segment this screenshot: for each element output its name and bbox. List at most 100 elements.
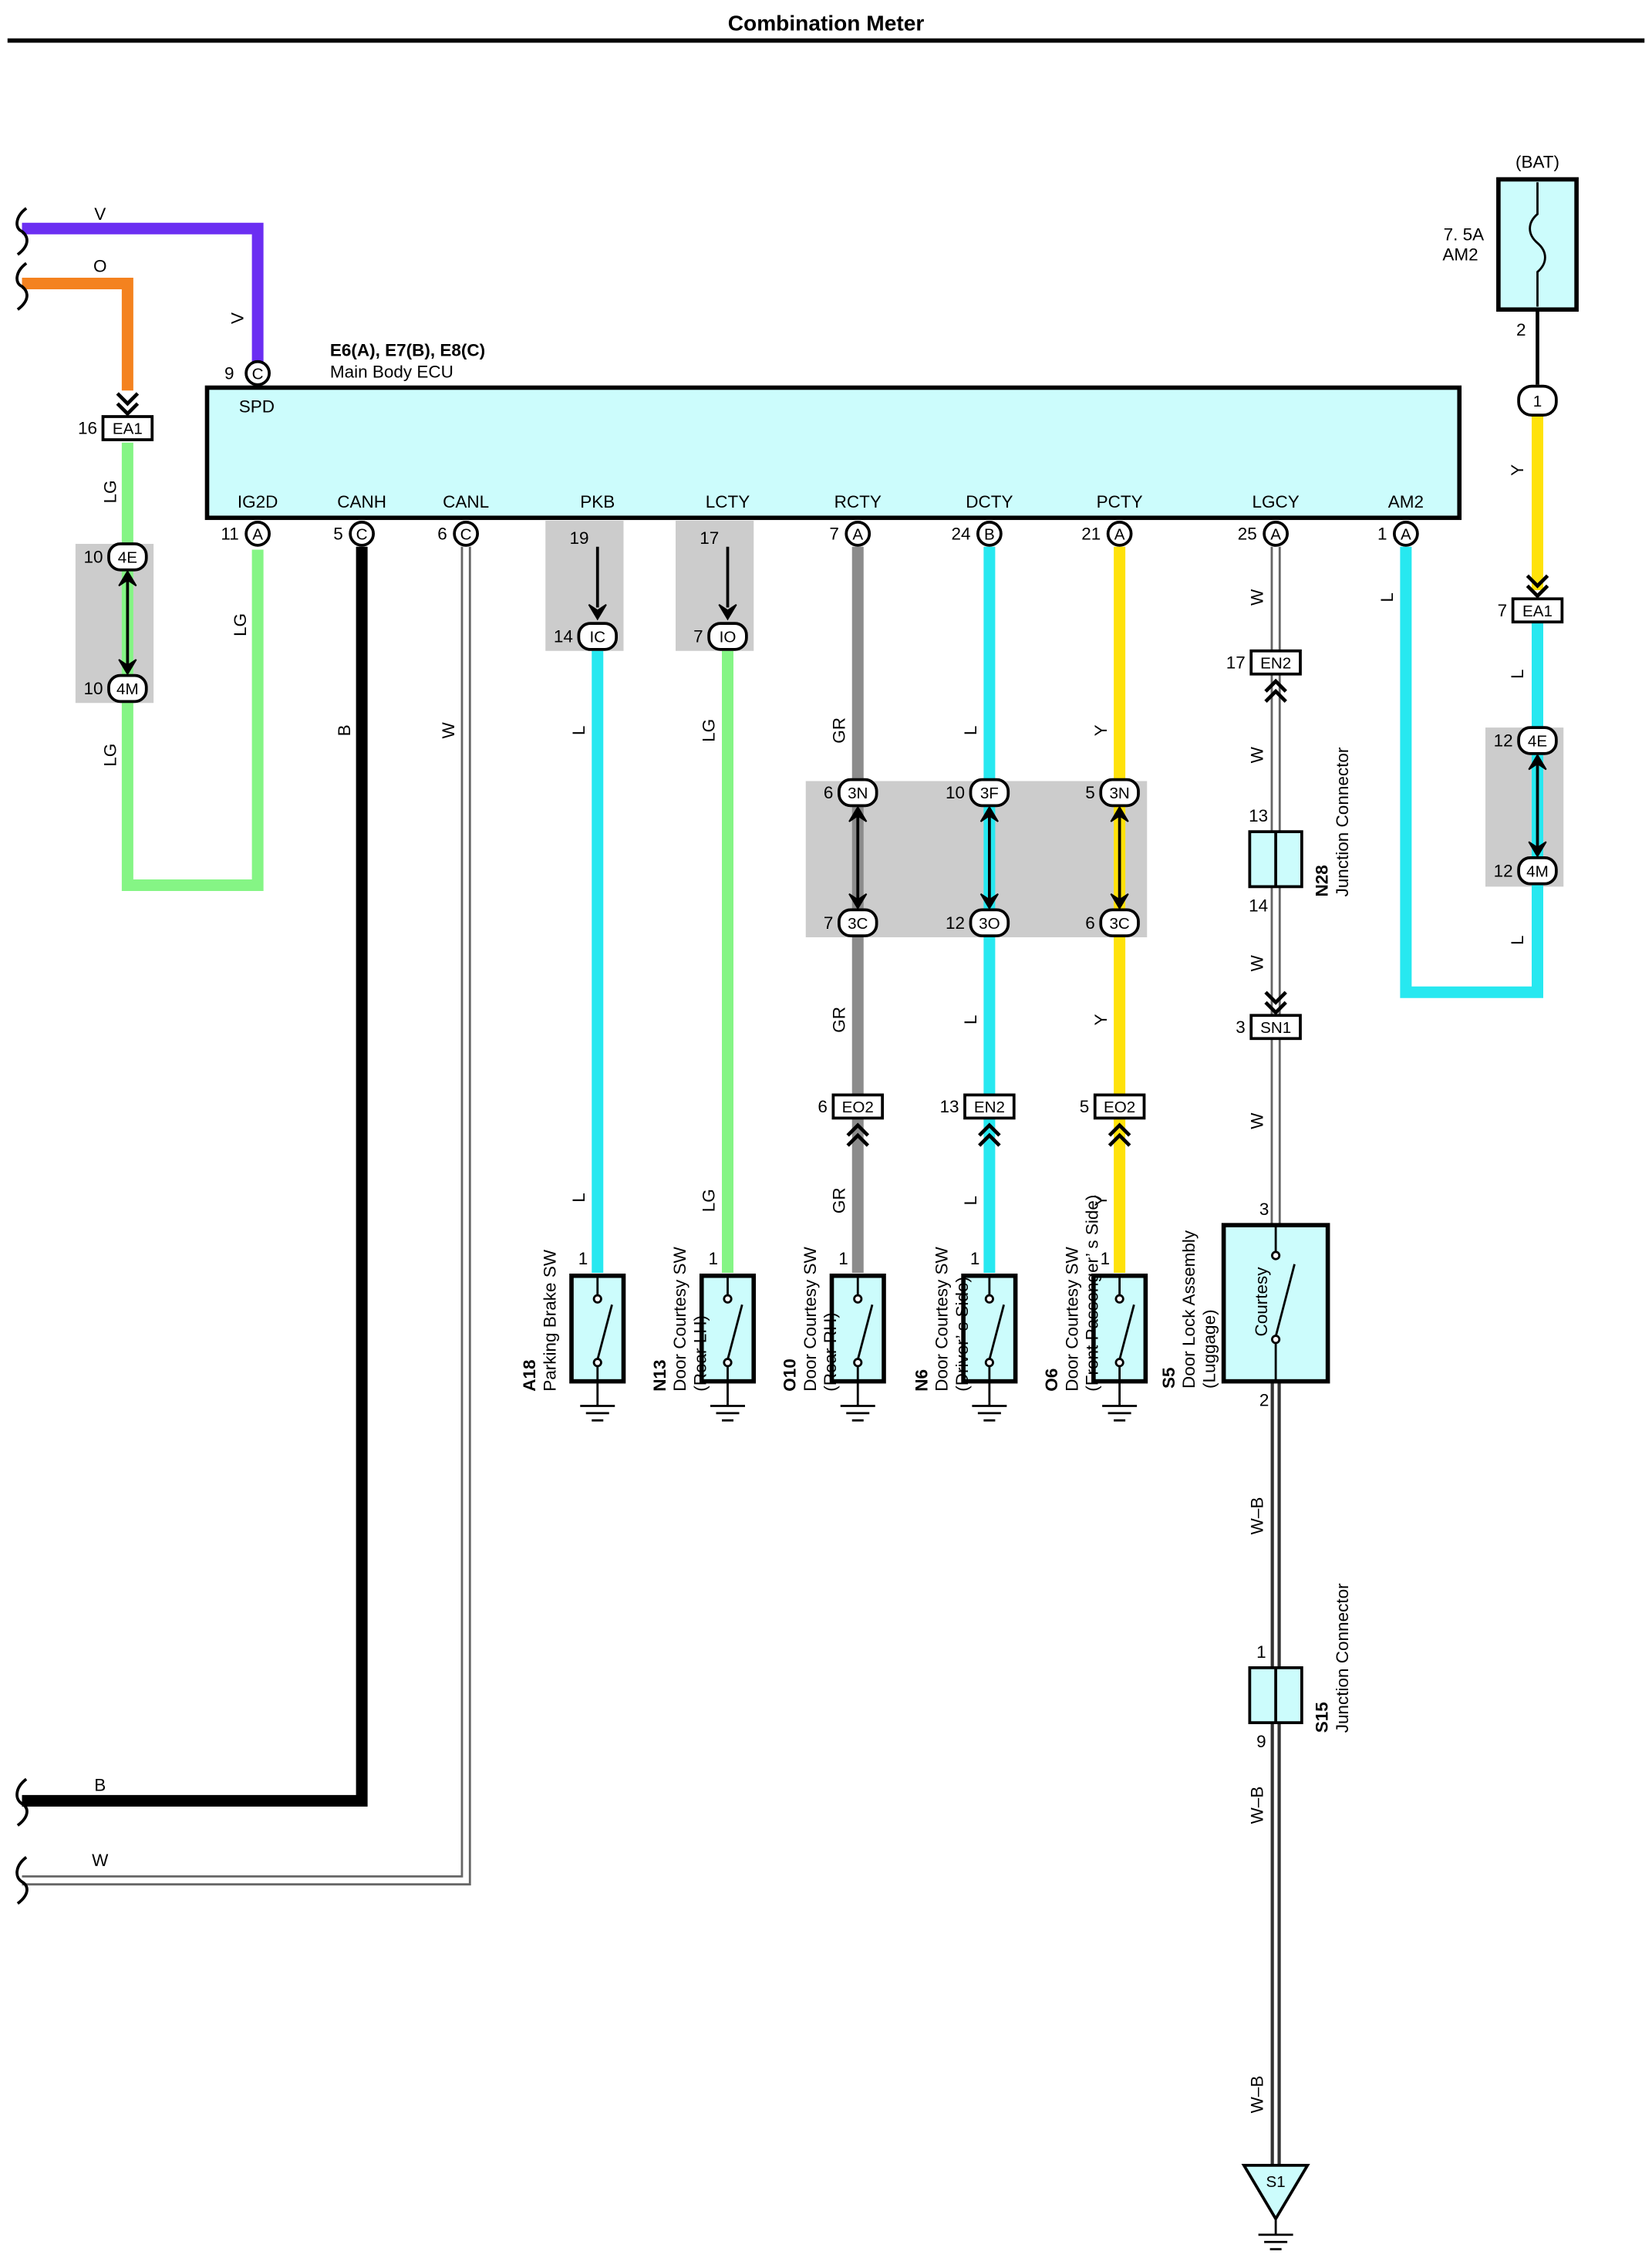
page-title: Combination Meter [728, 11, 925, 35]
connector-name: 3N [848, 785, 868, 802]
bat-junction [1517, 384, 1558, 417]
switch-arm [856, 1304, 874, 1360]
switch-name: Door Courtesy SW [1062, 1246, 1081, 1391]
ecu-spd-pin: 9 [224, 363, 234, 383]
door-lock-code: S5 [1159, 1367, 1178, 1389]
wire-label: L [569, 1193, 588, 1203]
connector-name: 4M [1526, 862, 1549, 880]
connector-pill [107, 542, 148, 572]
connector-pill [1099, 778, 1140, 808]
ecu-pin-conn: A [1270, 525, 1281, 543]
connector-name: EN2 [974, 1099, 1005, 1116]
ecu-pin-conn: C [460, 525, 472, 543]
wire-label: V [228, 312, 247, 324]
switch-contact [592, 1294, 602, 1304]
break-mark [15, 262, 29, 311]
ecu-pin-circle [1106, 521, 1133, 547]
ecu-pin-number: 11 [221, 524, 238, 543]
ecu-pin-label: LGCY [1252, 492, 1299, 511]
break-mark [15, 1856, 29, 1905]
wire-w-outline [22, 546, 471, 1886]
wire-label: Y [1091, 1014, 1111, 1025]
arrow-up-icon [848, 805, 868, 822]
connector-pin: 6 [1085, 913, 1095, 933]
connector-name: EA1 [1522, 602, 1553, 620]
ecu-pin-label: RCTY [834, 492, 882, 511]
connector-pin: 13 [939, 1097, 959, 1116]
ecu-pin-circle [349, 521, 376, 547]
wire-label: GR [829, 717, 848, 744]
main-body-ecu [204, 385, 1462, 521]
wire-label: B [94, 1775, 106, 1794]
ecu-pin-circle [1263, 521, 1289, 547]
switch-name: Door Courtesy SW [801, 1246, 820, 1391]
connector-box [831, 1093, 884, 1120]
switch-name: Door Courtesy SW [932, 1246, 952, 1391]
connector-pin: 14 [554, 627, 573, 646]
battery-label: (BAT) [1515, 153, 1559, 172]
connector-name: EO2 [1104, 1099, 1135, 1116]
connector-pill [969, 908, 1010, 937]
n28-pin-top: 13 [1249, 806, 1268, 825]
connector-name: 3C [1109, 915, 1129, 933]
ecu-pin-conn: A [1114, 525, 1125, 543]
arrow-chevron-icon [1108, 1122, 1131, 1147]
ecu-pin-label: PKB [580, 492, 615, 511]
fuse-pin: 2 [1516, 320, 1526, 339]
ecu-pin-label: DCTY [966, 492, 1013, 511]
wire-label: W [1247, 1112, 1266, 1129]
connector-name: SN1 [1260, 1019, 1291, 1037]
ecu-pin-label: IG2D [238, 492, 278, 511]
wire-label: W–B [1247, 2076, 1266, 2114]
switch-name: Parking Brake SW [540, 1249, 559, 1392]
connector-pin: 12 [946, 913, 965, 933]
fuse-name: AM2 [1442, 245, 1478, 265]
connector-pill [838, 908, 878, 937]
wire-label: W [1247, 954, 1266, 971]
connector-box [963, 1093, 1016, 1120]
connector-box [1511, 597, 1564, 624]
switch-pin: 1 [578, 1249, 588, 1268]
switch-name2: (Rear RH) [821, 1312, 840, 1392]
ground-s1-label: S1 [1266, 2173, 1286, 2191]
connector-pill [577, 622, 619, 651]
n28-name: Junction Connector [1333, 747, 1352, 896]
switch-name2: (Rear LH) [690, 1315, 710, 1392]
switch-pin: 1 [1101, 1249, 1111, 1268]
switch-pin: 1 [970, 1249, 980, 1268]
door-lock-pin-bottom: 2 [1259, 1391, 1269, 1410]
ecu-pin-number: 17 [700, 528, 719, 548]
wire-w [22, 546, 469, 1884]
switch-contact [984, 1358, 994, 1368]
ecu-pin-circle [845, 521, 872, 547]
door-lock-inner-label: Courtesy [1252, 1267, 1271, 1337]
wire-label: LG [231, 613, 250, 636]
arrow-up-icon [118, 569, 137, 587]
connector-pin: 12 [1494, 861, 1513, 880]
s15-pin-top: 1 [1256, 1642, 1266, 1662]
connector-box [1249, 649, 1302, 676]
n28-code: N28 [1313, 865, 1332, 896]
connector-name: IC [589, 629, 605, 646]
pin-spd [244, 359, 271, 386]
ecu-pin-circle [976, 521, 1003, 547]
s15-name: Junction Connector [1333, 1583, 1352, 1733]
connector-pin: 7 [1498, 601, 1508, 620]
ecu-pin-number: 1 [1377, 524, 1387, 543]
arrow-down-icon [979, 893, 999, 910]
connector-pill [838, 778, 878, 808]
ecu-subtitle: Main Body ECU [330, 362, 453, 381]
arrow-chevron-icon [978, 1122, 1001, 1147]
ecu-pin-number: 21 [1081, 524, 1101, 543]
connector-pill [1517, 726, 1558, 755]
ecu-pin-conn: B [984, 525, 995, 543]
connector-name: 4E [1528, 733, 1547, 751]
ecu-pin-number: 25 [1238, 524, 1257, 543]
door-lock-contact [1271, 1250, 1281, 1261]
arrow-down-icon [848, 893, 868, 910]
connector-name: 3O [979, 915, 1000, 933]
wire-label: L [961, 1015, 980, 1025]
ecu-title: E6(A), E7(B), E8(C) [330, 340, 485, 359]
n28-pin-bottom: 14 [1249, 896, 1268, 915]
switch-contact [1114, 1358, 1124, 1368]
